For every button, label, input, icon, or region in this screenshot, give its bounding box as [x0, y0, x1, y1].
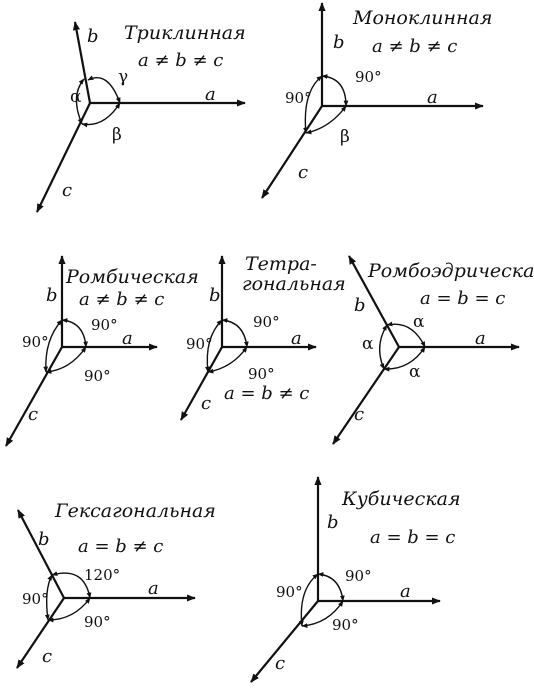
- angle-ac-label: 90°: [248, 365, 275, 383]
- axis-b-label: b: [333, 32, 345, 53]
- angle-ab-label: 120°: [84, 566, 120, 584]
- angle-ac-label: 90°: [84, 613, 111, 631]
- axis-c-label: c: [42, 646, 52, 667]
- angle-ab-label: α: [413, 312, 425, 332]
- lattice-relation: a ≠ b ≠ c: [372, 36, 457, 57]
- angle-ab-label: 90°: [355, 68, 382, 86]
- angle-ac-arc: [207, 346, 248, 374]
- system-title: Ромбоэдрическая: [367, 260, 534, 282]
- axis-c-label: c: [298, 162, 308, 183]
- angle-bc-arc: [75, 78, 85, 125]
- system-title: Ромбическая: [65, 266, 199, 288]
- system-title: гональная: [242, 273, 346, 295]
- lattice-relation: a = b = c: [370, 527, 455, 548]
- angle-ab-label: 90°: [91, 316, 118, 334]
- angle-ac-arc: [383, 346, 426, 372]
- angle-ac-arc: [47, 597, 91, 623]
- axis-b-label: b: [38, 529, 50, 550]
- angle-bc-label: α: [70, 87, 82, 107]
- axis-a-label: a: [205, 84, 216, 105]
- lattice-relation: a = b = c: [420, 288, 505, 309]
- axis-a-label: a: [291, 328, 302, 349]
- system-cubic: a b c 90° 90° 90° Кубическая a = b = c: [250, 476, 461, 683]
- angle-bc-label: 90°: [285, 89, 312, 107]
- angle-ac-arc: [301, 600, 344, 628]
- angle-ab-arc: [51, 571, 92, 599]
- angle-ac-label: β: [112, 125, 122, 145]
- axis-a-label: a: [427, 87, 438, 108]
- angle-ab-arc: [386, 321, 426, 348]
- lattice-relation: a = b ≠ c: [224, 383, 309, 404]
- axis-b-label: b: [354, 295, 366, 316]
- system-title: Гексагональная: [54, 500, 216, 522]
- axis-a-label: a: [122, 328, 133, 349]
- axis-a-label: a: [475, 328, 486, 349]
- system-hexagonal: a b c 120° 90° 90° Гексагональная a = b ≠ c: [16, 500, 216, 669]
- axis-c-label: c: [201, 393, 211, 414]
- axis-c-arrow: [5, 346, 63, 447]
- angle-bc-label: 90°: [276, 583, 303, 601]
- axis-b-label: b: [327, 512, 339, 533]
- axis-c-label: c: [354, 404, 364, 425]
- angle-ab-label: 90°: [253, 313, 280, 331]
- axis-a-label: a: [400, 581, 411, 602]
- axis-c-arrow: [332, 346, 400, 445]
- axis-b-arrow: [17, 509, 65, 599]
- axis-a-label: a: [148, 578, 159, 599]
- angle-ab-arc: [317, 572, 345, 602]
- lattice-relation: a = b ≠ c: [78, 536, 163, 557]
- angle-ab-arc: [87, 75, 121, 104]
- system-title: Моноклинная: [352, 7, 492, 29]
- axis-c-label: c: [62, 180, 72, 201]
- axis-b-label: b: [46, 285, 58, 306]
- angle-ac-label: 90°: [332, 616, 359, 634]
- system-monoclinic: a b c 90° 90° β Моноклинная a ≠ b ≠ c: [261, 2, 492, 199]
- axis-c-arrow: [261, 105, 323, 199]
- lattice-relation: a ≠ b ≠ c: [79, 289, 164, 310]
- angle-ab-label: γ: [118, 67, 128, 87]
- angle-bc-label: 90°: [186, 335, 213, 353]
- angle-ab-arc: [221, 318, 249, 348]
- angle-bc-label: 90°: [22, 333, 49, 351]
- angle-bc-arc: [379, 324, 388, 370]
- lattice-relation: a ≠ b ≠ c: [138, 50, 223, 71]
- angle-ac-arc: [305, 105, 347, 135]
- angle-bc-label: α: [362, 334, 374, 354]
- axis-b-label: b: [209, 285, 221, 306]
- angle-ac-label: β: [340, 127, 350, 147]
- system-title: Тетра-: [245, 253, 317, 275]
- angle-ab-label: 90°: [345, 567, 372, 585]
- system-rhombohedral: a b c α α α Ромбоэдрическая a = b = c: [332, 255, 534, 445]
- axis-c-label: c: [275, 653, 285, 674]
- angle-ac-arc: [81, 102, 121, 128]
- angle-ac-label: α: [409, 362, 421, 382]
- axis-c-arrow: [16, 597, 65, 669]
- angle-ac-arc: [45, 346, 87, 374]
- angle-ab-arc: [61, 318, 88, 348]
- system-triclinic: a b c γ α β Триклинная a ≠ b ≠ c: [36, 21, 246, 213]
- angle-ab-arc: [321, 74, 349, 107]
- axis-b-label: b: [87, 26, 99, 47]
- axis-c-label: c: [28, 404, 38, 425]
- angle-ac-label: 90°: [84, 367, 111, 385]
- angle-bc-label: 90°: [22, 590, 49, 608]
- system-title: Триклинная: [124, 22, 246, 44]
- system-title: Кубическая: [341, 488, 461, 510]
- system-tetragonal: a b c 90° 90° 90° Тетра-гональная a = b ≠ c: [180, 253, 346, 421]
